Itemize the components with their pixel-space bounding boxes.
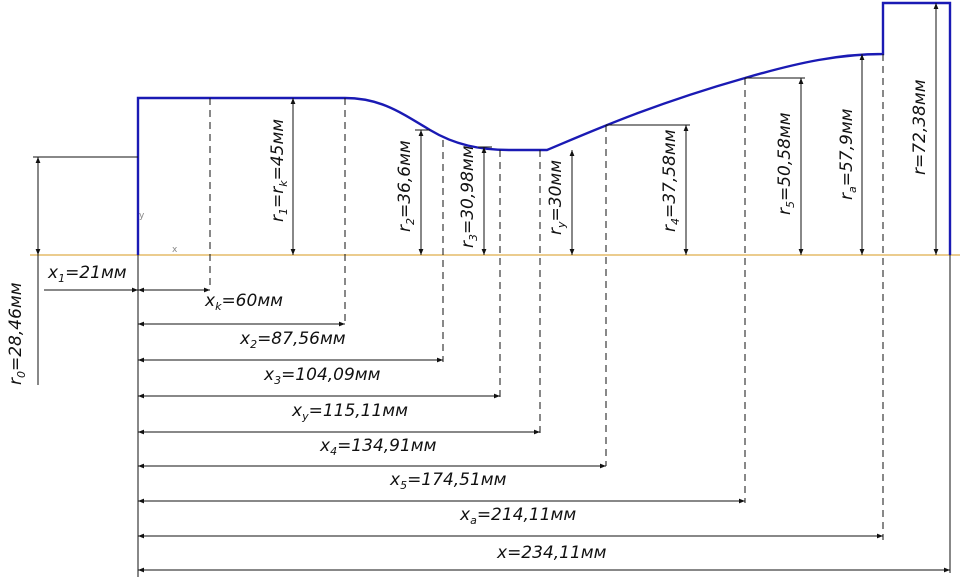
svg-text:r0=28,46мм: r0=28,46мм xyxy=(6,282,28,385)
label-r0: r0=28,46мм xyxy=(6,282,28,385)
svg-text:ra=57,9мм: ra=57,9мм xyxy=(837,108,859,200)
svg-text:r1=rk=45мм: r1=rk=45мм xyxy=(268,119,290,222)
label-xk: xk=60мм xyxy=(204,291,283,313)
label-x1: x1=21мм xyxy=(47,263,127,285)
svg-text:r2=36,6мм: r2=36,6мм xyxy=(395,140,417,232)
label-r1: r1=rk=45мм xyxy=(268,119,290,222)
label-ra: ra=57,9мм xyxy=(837,108,859,200)
svg-text:r=72,38мм: r=72,38мм xyxy=(910,79,930,175)
label-r: r=72,38мм xyxy=(910,79,930,175)
label-x2: x2=87,56мм xyxy=(239,329,346,351)
label-ry: ry=30мм xyxy=(546,160,568,235)
label-r3: r3=30,98мм xyxy=(458,145,480,248)
label-x4: x4=134,91мм xyxy=(319,436,437,458)
label-xy: xy=115,11мм xyxy=(291,401,408,423)
svg-text:ry=30мм: ry=30мм xyxy=(546,160,568,235)
label-x: x=234,11мм xyxy=(496,543,607,563)
svg-text:r5=50,58мм: r5=50,58мм xyxy=(775,112,797,215)
axis-marker-label: x xyxy=(172,245,178,255)
label-x5: x5=174,51мм xyxy=(389,470,507,492)
svg-text:r4=37,58мм: r4=37,58мм xyxy=(660,129,682,232)
label-xa: xa=214,11мм xyxy=(459,505,576,527)
label-r5: r5=50,58мм xyxy=(775,112,797,215)
label-x3: x3=104,09мм xyxy=(263,365,381,387)
nozzle-profile-line xyxy=(136,1,952,255)
label-r4: r4=37,58мм xyxy=(660,129,682,232)
label-r2: r2=36,6мм xyxy=(395,140,417,232)
axis-marker-y: y xyxy=(139,211,145,221)
svg-text:r3=30,98мм: r3=30,98мм xyxy=(458,145,480,248)
